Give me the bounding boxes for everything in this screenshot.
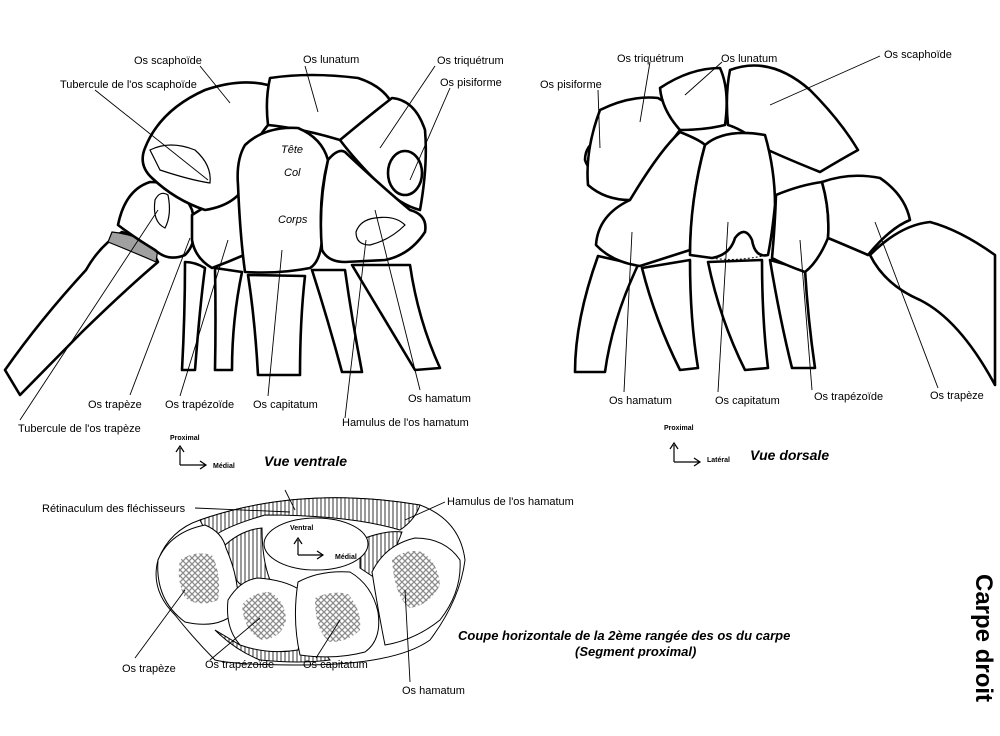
dorsal-dotted-line — [711, 254, 769, 260]
dorsal-axis-lateral: Latéral — [707, 457, 730, 464]
ventral-label-capitatum: Os capitatum — [253, 399, 318, 411]
dorsal-lunatum — [658, 66, 728, 132]
ventral-pisiforme — [386, 149, 424, 197]
section-label-hamulus: Hamulus de l'os hamatum — [447, 496, 574, 508]
dorsal-label-scaphoide: Os scaphoïde — [884, 49, 952, 61]
ventral-label-lunatum: Os lunatum — [303, 54, 359, 66]
horizontal-section: Rétinaculum des fléchisseurs Hamulus de … — [42, 489, 790, 697]
dorsal-label-pisiforme: Os pisiforme — [540, 79, 602, 91]
section-capitatum-spongy — [315, 592, 361, 642]
section-orientation-arrows: Ventral Médial — [290, 525, 357, 561]
ventral-label-scaphoide: Os scaphoïde — [134, 55, 202, 67]
ventral-view-title: Vue ventrale — [264, 453, 347, 469]
dorsal-view-title: Vue dorsale — [750, 447, 829, 463]
dorsal-label-triquetrum: Os triquétrum — [617, 53, 684, 65]
dorsal-label-trapeze: Os trapèze — [930, 390, 984, 402]
dorsal-orientation-arrows: Proximal Latéral — [664, 425, 730, 467]
ventral-metacarpals — [3, 230, 442, 397]
section-carpal-tunnel — [263, 517, 369, 571]
ventral-label-trapeze: Os trapèze — [88, 399, 142, 411]
section-label-capitatum: Os capitatum — [303, 659, 368, 671]
ventral-label-tubercule-scaphoide: Tubercule de l'os scaphoïde — [60, 79, 197, 91]
ventral-trapeze-tubercle — [153, 192, 171, 229]
ventral-label-pisiforme: Os pisiforme — [440, 77, 502, 89]
dorsal-metacarpals — [573, 220, 997, 387]
ventral-capitatum — [236, 126, 330, 274]
ventral-orientation-arrows: Proximal Médial — [170, 435, 235, 470]
ventral-label-hamatum: Os hamatum — [408, 393, 471, 405]
dorsal-scaphoide — [725, 64, 860, 174]
trapeze-cartilage — [107, 231, 159, 263]
dorsal-leader-lines — [597, 55, 939, 393]
section-trapezoide-spongy — [242, 592, 286, 640]
dorsal-trapeze — [820, 174, 912, 257]
ventral-label-corps: Corps — [278, 214, 308, 226]
ventral-label-trapezoide: Os trapézoïde — [165, 399, 234, 411]
dorsal-view: Os pisiforme Os triquétrum Os lunatum Os… — [540, 49, 997, 467]
ventral-scaphoid-tubercle — [149, 144, 211, 184]
ventral-label-triquetrum: Os triquétrum — [437, 55, 504, 67]
ventral-axis-medial: Médial — [213, 463, 235, 470]
ventral-label-col: Col — [284, 167, 301, 179]
ventral-hamulus — [355, 216, 406, 246]
section-title-line2: (Segment proximal) — [575, 644, 696, 659]
section-label-trapezoide: Os trapézoïde — [205, 659, 274, 671]
ventral-view: Os scaphoïde Tubercule de l'os scaphoïde… — [3, 54, 504, 470]
dorsal-axis-proximal: Proximal — [664, 425, 694, 432]
section-hamatum-spongy — [392, 551, 440, 608]
ventral-axis-proximal: Proximal — [170, 435, 200, 442]
dorsal-capitatum — [688, 131, 777, 260]
side-title: Carpe droit — [970, 574, 997, 702]
ventral-label-hamulus: Hamulus de l'os hamatum — [342, 417, 469, 429]
section-label-trapeze: Os trapèze — [122, 663, 176, 675]
section-label-retinaculum: Rétinaculum des fléchisseurs — [42, 503, 186, 515]
section-label-hamatum: Os hamatum — [402, 685, 465, 697]
dorsal-trapezoide — [770, 180, 830, 274]
section-trapeze-spongy — [178, 553, 220, 604]
section-axis-ventral: Ventral — [290, 525, 313, 532]
dorsal-label-lunatum: Os lunatum — [721, 53, 777, 65]
dorsal-label-capitatum: Os capitatum — [715, 395, 780, 407]
section-axis-medial: Médial — [335, 554, 357, 561]
ventral-label-tete: Tête — [281, 144, 303, 156]
dorsal-label-hamatum: Os hamatum — [609, 395, 672, 407]
ventral-leader-lines — [19, 65, 451, 421]
section-leader-lines — [134, 489, 446, 683]
ventral-label-tubercule-trapeze: Tubercule de l'os trapèze — [18, 423, 141, 435]
ventral-hamatum — [319, 149, 427, 264]
dorsal-label-trapezoide: Os trapézoïde — [814, 391, 883, 403]
section-retinaculum — [199, 497, 421, 541]
section-title-line1: Coupe horizontale de la 2ème rangée des … — [458, 628, 790, 643]
